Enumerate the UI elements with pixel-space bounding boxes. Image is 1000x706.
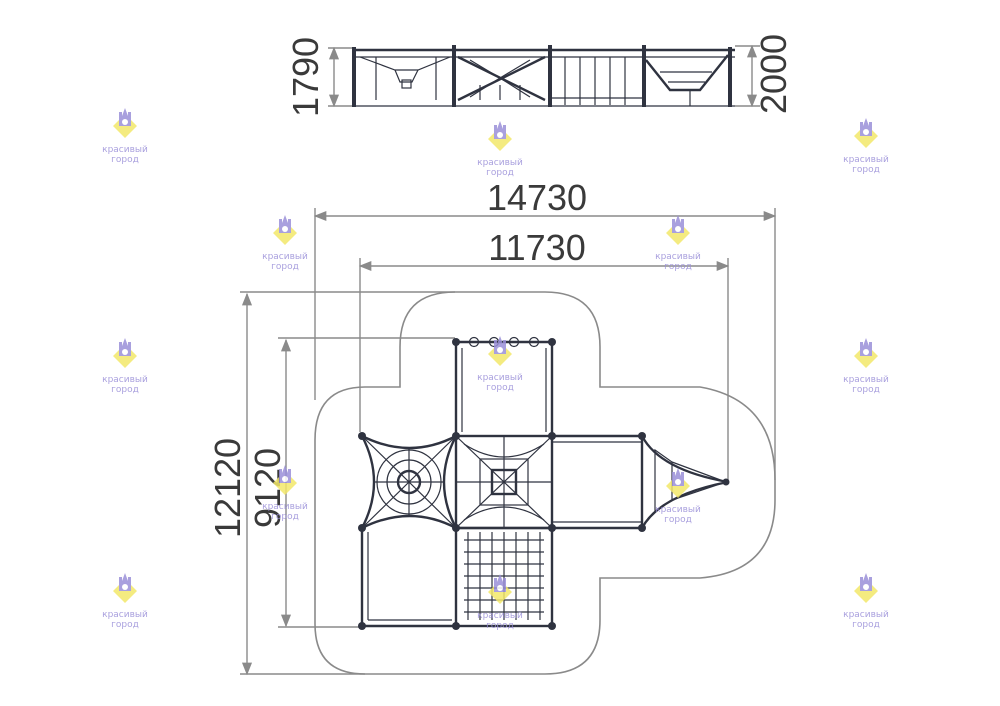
- svg-text:город: город: [852, 620, 880, 630]
- watermark-logo: красивый город: [843, 573, 889, 630]
- watermark-logo: красивый город: [262, 465, 308, 522]
- svg-text:красивый: красивый: [655, 252, 701, 262]
- overall-width-label: 14730: [487, 177, 587, 218]
- spider-web-net: [359, 433, 459, 531]
- svg-text:город: город: [664, 262, 692, 272]
- watermarks: красивый город красивый город красивый г…: [102, 108, 889, 631]
- svg-text:город: город: [664, 515, 692, 525]
- frame-width-label: 11730: [488, 227, 585, 268]
- svg-text:город: город: [486, 621, 514, 631]
- watermark-logo: красивый город: [262, 215, 308, 272]
- svg-text:красивый: красивый: [477, 611, 523, 621]
- svg-text:город: город: [486, 383, 514, 393]
- svg-text:красивый: красивый: [843, 375, 889, 385]
- side-height-right-label: 2000: [753, 34, 794, 114]
- svg-text:красивый: красивый: [102, 610, 148, 620]
- svg-text:красивый: красивый: [262, 252, 308, 262]
- svg-text:красивый: красивый: [477, 158, 523, 168]
- bottom-left-bay: [360, 528, 456, 628]
- svg-text:город: город: [852, 385, 880, 395]
- svg-text:красивый: красивый: [843, 610, 889, 620]
- watermark-logo: красивый город: [102, 108, 148, 165]
- svg-text:красивый: красивый: [262, 502, 308, 512]
- watermark-logo: красивый город: [477, 336, 523, 393]
- svg-text:город: город: [111, 385, 139, 395]
- grid-net: [454, 526, 554, 628]
- svg-text:красивый: красивый: [655, 505, 701, 515]
- svg-text:красивый: красивый: [843, 155, 889, 165]
- posts: [358, 338, 646, 630]
- svg-text:город: город: [852, 165, 880, 175]
- side-elevation: 1790 2000: [285, 34, 794, 117]
- watermark-logo: красивый город: [655, 215, 701, 272]
- watermark-logo: красивый город: [843, 338, 889, 395]
- svg-text:красивый: красивый: [102, 145, 148, 155]
- watermark-logo: красивый город: [102, 338, 148, 395]
- watermark-logo: красивый город: [843, 118, 889, 175]
- center-net: [454, 434, 554, 530]
- plan-view: 14730 11730 12120 9120: [207, 177, 777, 676]
- svg-text:город: город: [111, 155, 139, 165]
- overall-depth-label: 12120: [207, 438, 248, 538]
- svg-text:город: город: [271, 262, 299, 272]
- svg-text:город: город: [111, 620, 139, 630]
- svg-text:красивый: красивый: [477, 373, 523, 383]
- svg-text:город: город: [271, 512, 299, 522]
- watermark-logo: красивый город: [477, 574, 523, 631]
- svg-text:красивый: красивый: [102, 375, 148, 385]
- right-arm: [552, 434, 730, 530]
- watermark-logo: красивый город: [655, 468, 701, 525]
- svg-text:город: город: [486, 168, 514, 178]
- watermark-logo: красивый город: [477, 121, 523, 178]
- watermark-logo: красивый город: [102, 573, 148, 630]
- safety-zone-outline: [314, 291, 776, 675]
- side-height-left-label: 1790: [285, 37, 326, 117]
